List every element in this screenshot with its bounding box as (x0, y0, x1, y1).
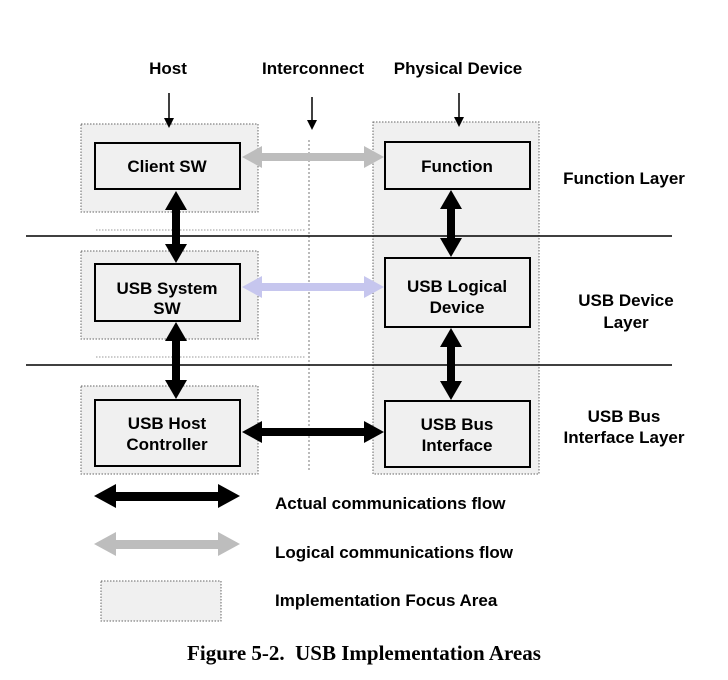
usb-bus-interface-label-line2: Interface (422, 436, 493, 455)
legend-focus-area-swatch (100, 580, 222, 622)
usb-bus-interface-layer-label-line1: USB Bus (588, 407, 661, 426)
usb-device-layer-label-line2: Layer (603, 313, 649, 332)
function-box (384, 141, 531, 190)
usb-system-sw-box (94, 263, 241, 322)
legend-logical-flow-label: Logical communications flow (275, 543, 514, 562)
usb-host-controller-label-line1: USB Host (128, 414, 207, 433)
logical-flow-arrow-device (242, 276, 384, 298)
column-label-interconnect: Interconnect (262, 59, 364, 78)
usb-bus-interface-box (384, 400, 531, 468)
figure-caption: Figure 5-2. USB Implementation Areas (187, 641, 541, 665)
usb-logical-device-label-line1: USB Logical (407, 277, 507, 296)
logical-flow-arrow-function (242, 146, 384, 168)
actual-flow-arrow-bus (242, 421, 384, 443)
column-label-physical-device: Physical Device (394, 59, 523, 78)
usb-system-sw-label-line1: USB System (116, 279, 217, 298)
usb-host-controller-label-line2: Controller (126, 435, 208, 454)
usb-system-sw-label-line2: SW (153, 299, 181, 318)
actual-flow-arrow-host-lower (165, 322, 187, 399)
usb-device-layer-label-line1: USB Device (578, 291, 673, 310)
legend-focus-area-label: Implementation Focus Area (275, 591, 498, 610)
actual-flow-arrow-device-upper (440, 190, 462, 257)
function-layer-label: Function Layer (563, 169, 685, 188)
legend-actual-flow-arrow (94, 484, 240, 508)
pointer-arrow-interconnect (307, 97, 317, 130)
pointer-arrow-physical-device (454, 93, 464, 127)
client-sw-label: Client SW (127, 157, 207, 176)
usb-host-controller-box (94, 399, 241, 467)
legend-logical-flow-arrow (94, 532, 240, 556)
usb-logical-device-label-line2: Device (430, 298, 485, 317)
column-label-host: Host (149, 59, 187, 78)
usb-bus-interface-layer-label-line2: Interface Layer (564, 428, 685, 447)
actual-flow-arrow-device-lower (440, 328, 462, 400)
legend-actual-flow-label: Actual communications flow (275, 494, 506, 513)
function-label: Function (421, 157, 493, 176)
usb-bus-interface-label-line1: USB Bus (421, 415, 494, 434)
usb-logical-device-box (384, 257, 531, 328)
pointer-arrow-host (164, 93, 174, 128)
client-sw-box (94, 142, 241, 190)
actual-flow-arrow-host-upper (165, 191, 187, 263)
